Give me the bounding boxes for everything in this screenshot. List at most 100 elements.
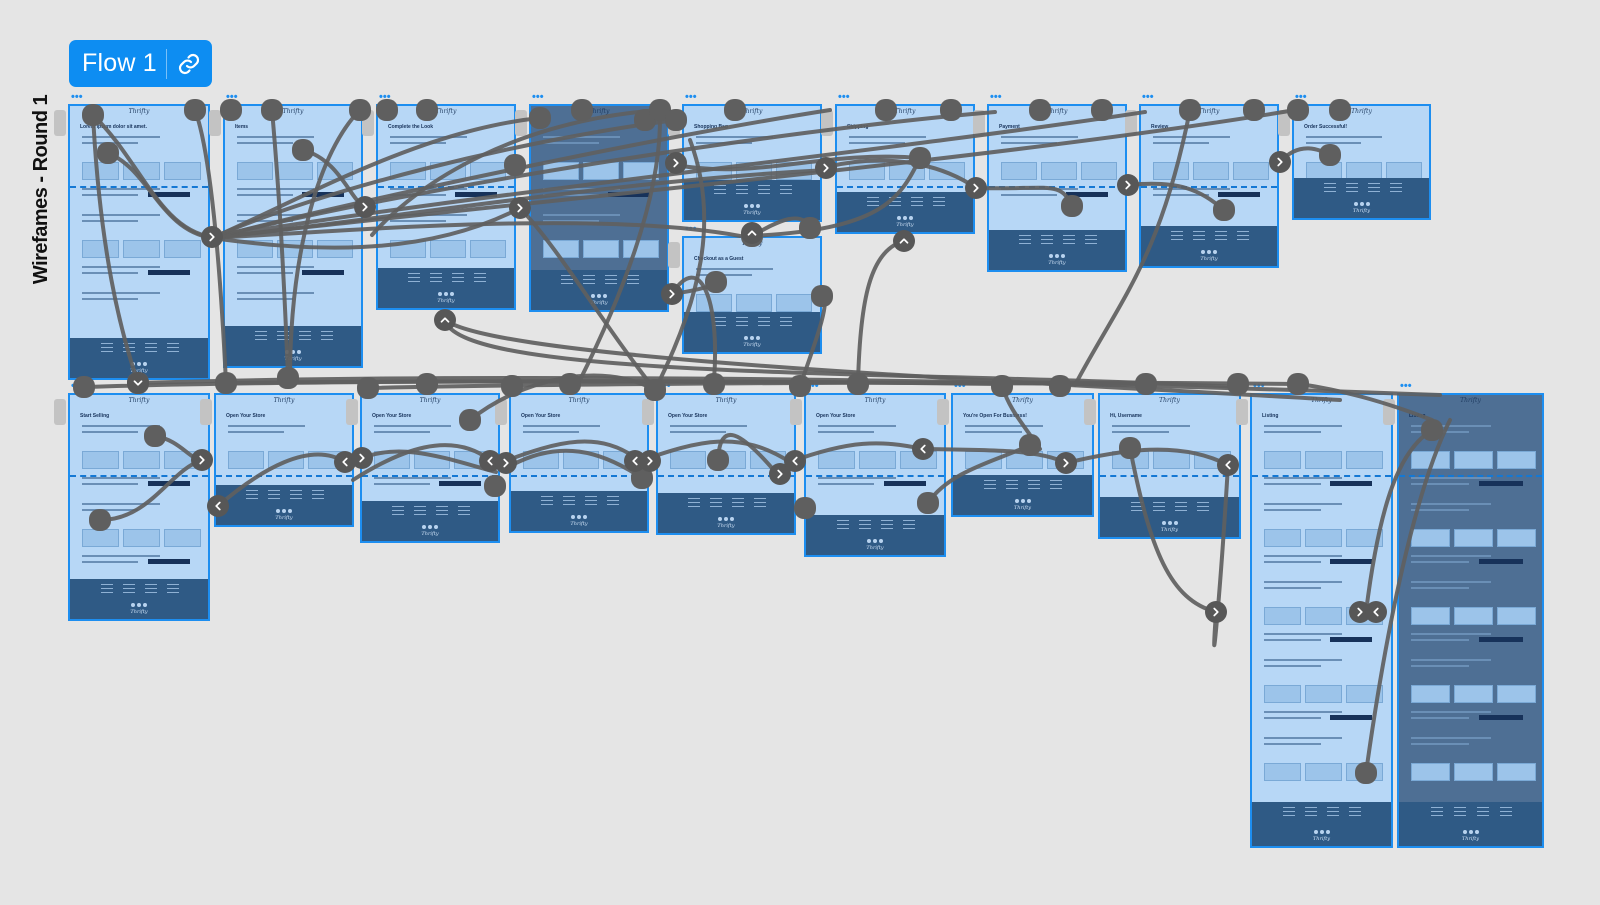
prototype-connection[interactable] — [443, 318, 1242, 389]
social-icon[interactable] — [137, 362, 141, 366]
social-icon[interactable] — [591, 294, 595, 298]
social-icon[interactable] — [428, 525, 432, 529]
social-icon[interactable] — [131, 603, 135, 607]
chevron-up-icon[interactable] — [434, 309, 456, 331]
placeholder-button[interactable] — [884, 481, 926, 486]
frame-resize-handle[interactable] — [1278, 110, 1290, 136]
chevron-down-icon[interactable] — [127, 372, 149, 394]
frame-menu-dots[interactable]: ••• — [1101, 380, 1113, 392]
social-icon[interactable] — [450, 292, 454, 296]
prototype-connection[interactable] — [366, 380, 1300, 390]
chevron-up-icon[interactable] — [741, 222, 763, 244]
frame-resize-handle[interactable] — [1084, 399, 1096, 425]
frame-menu-dots[interactable]: ••• — [1142, 91, 1154, 103]
frame-menu-dots[interactable]: ••• — [1400, 380, 1412, 392]
social-icon[interactable] — [422, 525, 426, 529]
placeholder-button[interactable] — [148, 559, 190, 564]
social-icon[interactable] — [744, 204, 748, 208]
social-icon[interactable] — [1049, 254, 1053, 258]
frame-menu-dots[interactable]: ••• — [71, 380, 83, 392]
social-icon[interactable] — [1359, 202, 1364, 206]
social-icon[interactable] — [750, 204, 754, 208]
connection-node[interactable] — [559, 373, 581, 395]
social-icon[interactable] — [1026, 499, 1031, 503]
placeholder-button[interactable] — [148, 192, 190, 197]
frame-resize-handle[interactable] — [790, 399, 802, 425]
social-icon[interactable] — [1319, 830, 1324, 834]
placeholder-button[interactable] — [455, 192, 497, 197]
chevron-left-icon[interactable] — [1217, 454, 1239, 476]
link-icon[interactable] — [167, 40, 212, 87]
social-icon[interactable] — [724, 517, 728, 521]
frame-menu-dots[interactable]: ••• — [363, 380, 375, 392]
frame-menu-dots[interactable]: ••• — [685, 223, 697, 235]
placeholder-button[interactable] — [1330, 481, 1372, 486]
social-icon[interactable] — [873, 539, 877, 543]
chevron-right-icon[interactable] — [661, 283, 683, 305]
chevron-right-icon[interactable] — [639, 450, 661, 472]
connection-node[interactable] — [703, 373, 725, 395]
placeholder-button[interactable] — [148, 270, 190, 275]
chevron-right-icon[interactable] — [769, 463, 791, 485]
connection-node[interactable] — [1227, 373, 1249, 395]
social-icon[interactable] — [718, 517, 722, 521]
social-icon[interactable] — [756, 204, 760, 208]
social-icon[interactable] — [1353, 202, 1358, 206]
frame-menu-dots[interactable]: ••• — [1253, 380, 1265, 392]
frame-menu-dots[interactable]: ••• — [807, 380, 819, 392]
placeholder-button[interactable] — [1066, 192, 1108, 197]
frame-resize-handle[interactable] — [362, 110, 374, 136]
social-icon[interactable] — [897, 216, 901, 220]
social-icon[interactable] — [756, 336, 760, 340]
social-icon[interactable] — [879, 539, 883, 543]
frame-menu-dots[interactable]: ••• — [954, 380, 966, 392]
chevron-right-icon[interactable] — [201, 226, 223, 248]
social-icon[interactable] — [291, 350, 295, 354]
social-icon[interactable] — [1161, 521, 1166, 525]
flow-button[interactable]: Flow 1 — [69, 40, 212, 87]
social-icon[interactable] — [143, 603, 147, 607]
social-icon[interactable] — [297, 350, 301, 354]
frame-menu-dots[interactable]: ••• — [838, 91, 850, 103]
chevron-right-icon[interactable] — [1117, 174, 1139, 196]
social-icon[interactable] — [1468, 830, 1473, 834]
social-icon[interactable] — [1207, 250, 1211, 254]
chevron-right-icon[interactable] — [191, 449, 213, 471]
placeholder-button[interactable] — [1330, 559, 1372, 564]
placeholder-button[interactable] — [1330, 715, 1372, 720]
social-icon[interactable] — [276, 509, 280, 513]
social-icon[interactable] — [1313, 830, 1318, 834]
placeholder-button[interactable] — [1479, 637, 1523, 642]
social-icon[interactable] — [750, 336, 754, 340]
social-icon[interactable] — [143, 362, 147, 366]
social-icon[interactable] — [1014, 499, 1019, 503]
social-icon[interactable] — [438, 292, 442, 296]
placeholder-button[interactable] — [1479, 559, 1523, 564]
frame-resize-handle[interactable] — [1236, 399, 1248, 425]
social-icon[interactable] — [282, 509, 286, 513]
frame-resize-handle[interactable] — [668, 110, 680, 136]
social-icon[interactable] — [434, 525, 438, 529]
social-icon[interactable] — [1201, 250, 1205, 254]
placeholder-button[interactable] — [302, 192, 344, 197]
social-icon[interactable] — [577, 515, 581, 519]
frame-resize-handle[interactable] — [209, 110, 221, 136]
frame-menu-dots[interactable]: ••• — [532, 91, 544, 103]
chevron-right-icon[interactable] — [351, 447, 373, 469]
frame-resize-handle[interactable] — [642, 399, 654, 425]
chevron-left-icon[interactable] — [207, 495, 229, 517]
chevron-right-icon[interactable] — [815, 157, 837, 179]
social-icon[interactable] — [444, 292, 448, 296]
social-icon[interactable] — [571, 515, 575, 519]
social-icon[interactable] — [1061, 254, 1065, 258]
placeholder-button[interactable] — [1479, 481, 1523, 486]
connection-node[interactable] — [847, 373, 869, 395]
frame-resize-handle[interactable] — [515, 110, 527, 136]
